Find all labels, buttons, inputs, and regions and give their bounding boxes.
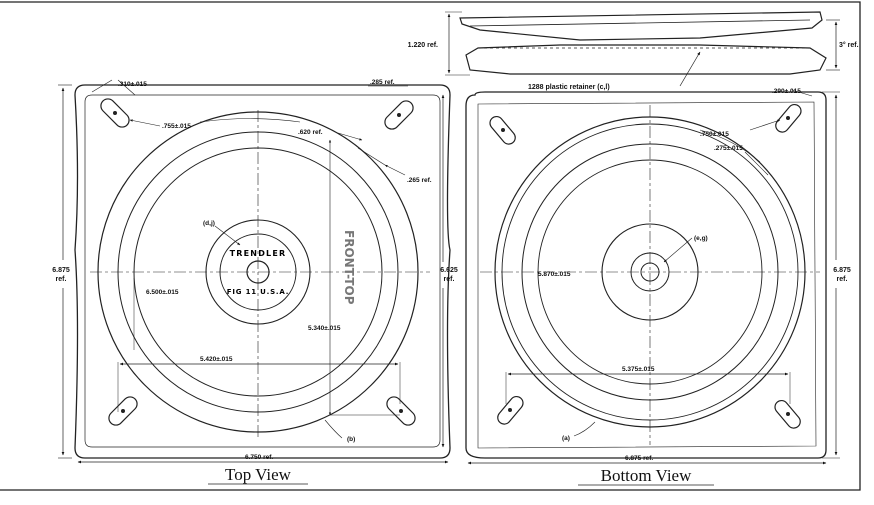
bottom-slot-tl bbox=[489, 115, 516, 145]
bottom-slot-width-dim: .275±.015 bbox=[714, 145, 743, 152]
top-slot-tr bbox=[384, 100, 414, 130]
bottom-plate-outline bbox=[465, 91, 827, 459]
profile-angle-dim: 3° ref. bbox=[839, 41, 859, 49]
top-plate-outline bbox=[74, 84, 451, 459]
top-height-unit: ref. bbox=[56, 276, 67, 283]
bottom-slot-br bbox=[774, 399, 801, 429]
bottom-hub-callout: (e,g) bbox=[694, 235, 708, 242]
top-view-caption: Top View bbox=[225, 465, 292, 484]
top-hole-dia-dim: .310±.015 bbox=[118, 81, 147, 88]
top-hole-spacing-v-dim: 5.340±.015 bbox=[308, 325, 341, 332]
bottom-slot-tr bbox=[775, 103, 802, 133]
bottom-hole-dia-dim: .290±.015 bbox=[772, 88, 801, 95]
top-edge-inset-dim: .285 ref. bbox=[370, 79, 395, 86]
bottom-width-dim: 6.875 ref. bbox=[625, 455, 653, 462]
bottom-view-caption: Bottom View bbox=[601, 466, 692, 485]
bottom-height-right-unit: ref. bbox=[837, 276, 848, 283]
top-height-right-unit: ref. bbox=[444, 276, 455, 283]
bottom-slot-offset-dim: .750±.015 bbox=[700, 131, 729, 138]
top-corner-gap-dim: .265 ref. bbox=[407, 177, 432, 184]
bottom-inner-dia-dim: 5.870±.015 bbox=[538, 271, 571, 278]
top-ring-callout: (b) bbox=[347, 436, 355, 443]
top-slot-offset-dim: .755±.015 bbox=[162, 123, 191, 130]
bottom-hole-spacing-h-dim: 5.375±.015 bbox=[622, 366, 655, 373]
top-height-right-dim: 6.625 bbox=[440, 267, 458, 274]
emboss-front-top: FRONT-TOP bbox=[342, 230, 356, 305]
bottom-view: .290±.015 .750±.015 .275±.015 5.870±.015… bbox=[465, 88, 851, 486]
bottom-height-right-dim: 6.875 bbox=[833, 267, 851, 274]
top-width-dim: 6.750 ref. bbox=[245, 454, 273, 461]
top-height-dim: 6.875 bbox=[52, 267, 70, 274]
bottom-ring-callout: (a) bbox=[562, 435, 570, 442]
top-hole-spacing-h-dim: 5.420±.015 bbox=[200, 356, 233, 363]
top-hub-callout: (d,j) bbox=[203, 220, 215, 227]
emboss-sub: FIG 11 U.S.A. bbox=[227, 288, 289, 296]
top-slot-tl bbox=[100, 98, 130, 128]
bottom-slot-bl bbox=[497, 395, 524, 425]
top-slot-bl bbox=[108, 396, 138, 426]
profile-height-dim: 1.220 ref. bbox=[408, 42, 438, 49]
sheet-border bbox=[0, 1, 861, 491]
retainer-label: 1288 plastic retainer (c,l) bbox=[528, 84, 610, 91]
top-slot-br bbox=[386, 396, 416, 426]
top-view: TRENDLER FIG 11 U.S.A. FRONT-TOP .310±.0… bbox=[52, 79, 458, 485]
top-inner-dia-dim: 6.500±.015 bbox=[146, 289, 179, 296]
side-profile: 1.220 ref. 3° ref. 1288 plastic retainer… bbox=[408, 11, 859, 91]
emboss-brand: TRENDLER bbox=[230, 249, 287, 258]
top-ring-gap-dim: .620 ref. bbox=[298, 129, 323, 136]
